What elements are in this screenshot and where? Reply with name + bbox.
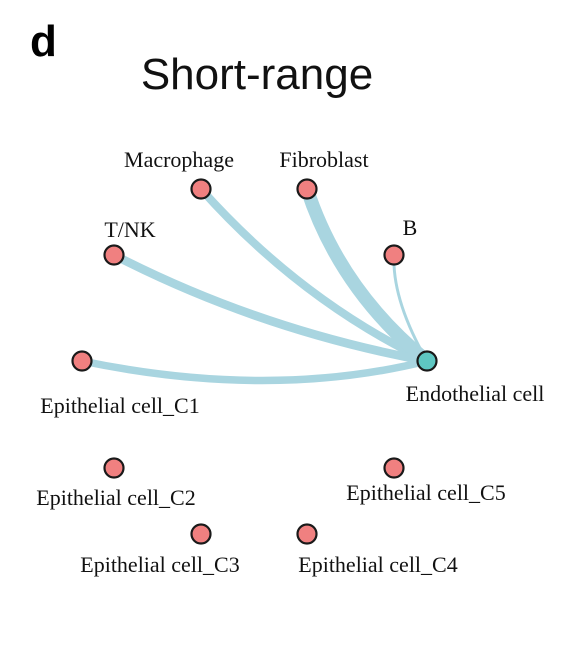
node-label-macrophage: Macrophage [124,147,234,172]
diagram-title: Short-range [141,50,373,99]
node-b [383,244,405,266]
node-fibroblast [296,178,318,200]
node-epi_c4 [296,523,318,545]
node-epi_c1 [71,350,93,372]
edge-epi_c1-to-endothelial [78,357,431,385]
node-label-epi_c1: Epithelial cell_C1 [40,393,199,418]
edge-macrophage-to-endothelial [196,184,432,366]
node-epi_c3 [190,523,212,545]
node-label-epi_c4: Epithelial cell_C4 [298,552,457,577]
node-endothelial [416,350,438,372]
node-label-b: B [403,215,418,240]
node-label-epi_c2: Epithelial cell_C2 [36,485,195,510]
edge-layer [78,182,434,385]
node-label-epi_c3: Epithelial cell_C3 [80,552,239,577]
node-macrophage [190,178,212,200]
node-label-epi_c5: Epithelial cell_C5 [346,480,505,505]
node-layer [71,178,438,545]
node-epi_c5 [383,457,405,479]
edge-tnk-to-endothelial [109,250,432,366]
node-label-endothelial: Endothelial cell [406,381,545,406]
node-tnk [103,244,125,266]
node-epi_c2 [103,457,125,479]
node-label-fibroblast: Fibroblast [279,147,368,172]
node-label-tnk: T/NK [104,217,155,242]
edge-fibroblast-to-endothelial [300,182,434,368]
panel-label: d [30,17,57,66]
